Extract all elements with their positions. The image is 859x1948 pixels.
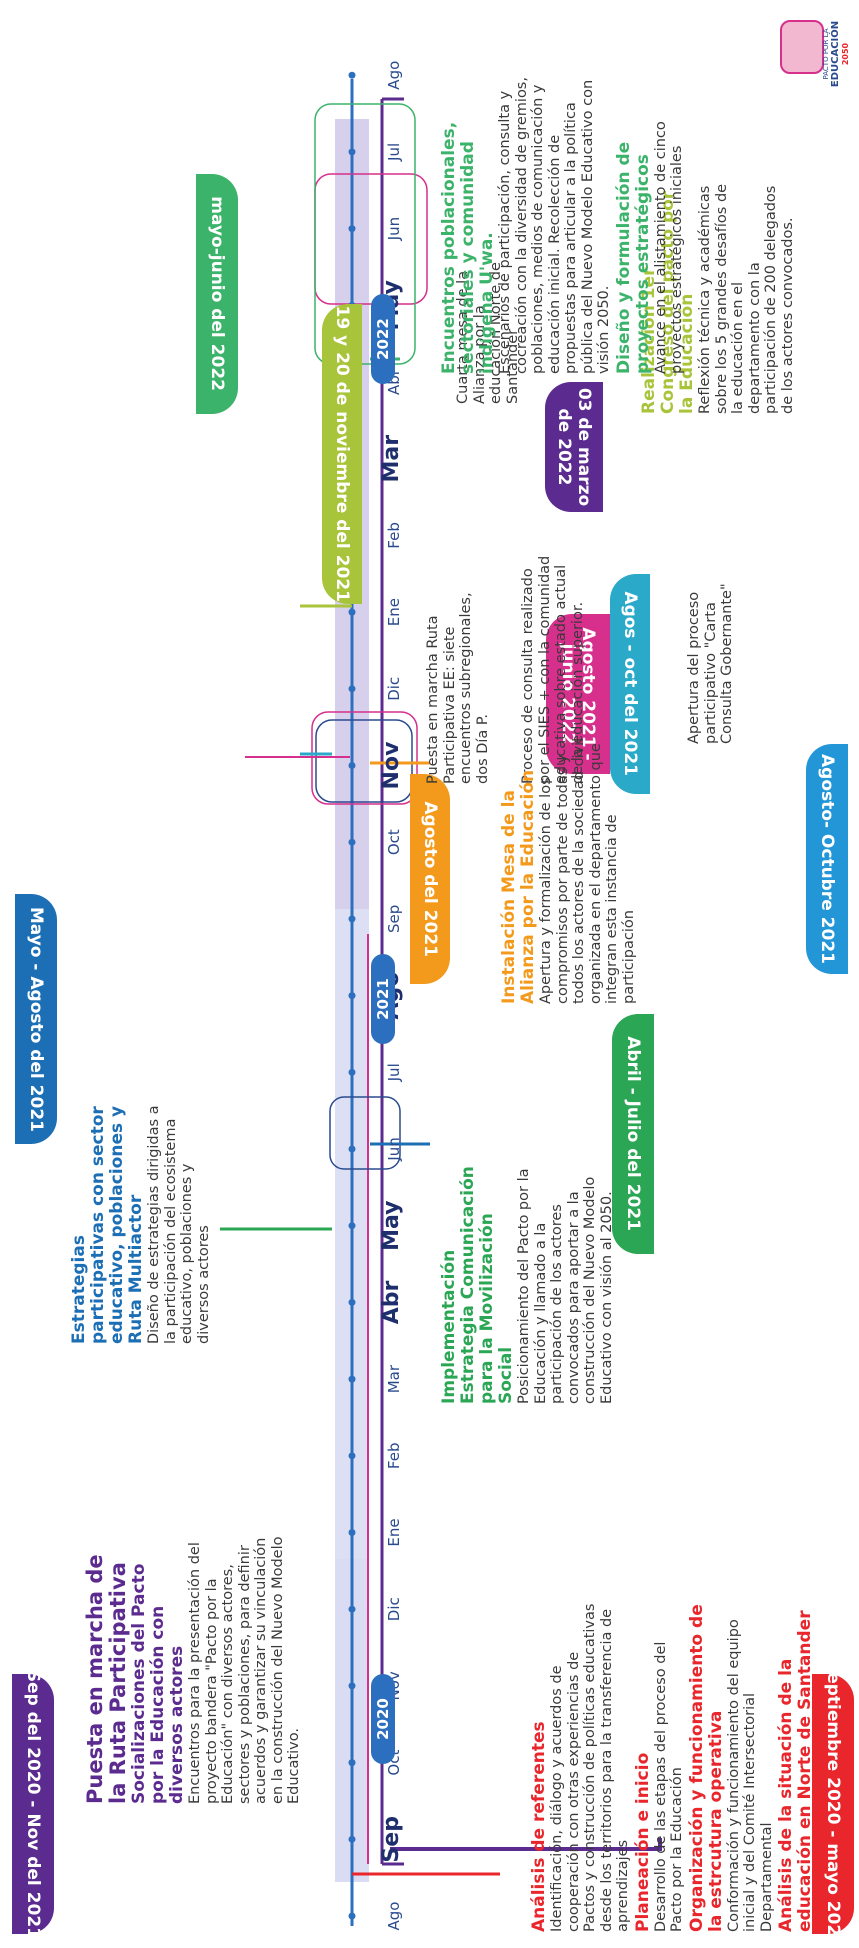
month-dot bbox=[348, 1912, 356, 1920]
month-label: Dic bbox=[385, 676, 403, 701]
pill-sepnov: Sep del 2020 - Nov del 2021 bbox=[12, 1669, 54, 1939]
month-dot bbox=[348, 1375, 356, 1383]
month-label: Ago bbox=[385, 60, 403, 90]
month-dot bbox=[348, 685, 356, 693]
block-comunicacion: Implementación Estrategia Comunicación p… bbox=[439, 1164, 617, 1405]
estrategias-title: Estrategias participativas con sector ed… bbox=[69, 1105, 146, 1344]
month-label: Mar bbox=[379, 434, 404, 483]
encuentros-text: Escenarios de participación, consulta y … bbox=[497, 77, 612, 374]
ruta-title: Puesta en marcha de la Ruta Participativ… bbox=[83, 1554, 130, 1804]
month-dot bbox=[348, 1529, 356, 1536]
encuentros-title: Encuentros poblacionales, sectoriales y … bbox=[439, 121, 497, 374]
frame-jun bbox=[314, 173, 428, 305]
block-mesa: Instalación Mesa de la Alianza por la Ed… bbox=[499, 734, 639, 1004]
logo-graphic bbox=[780, 20, 824, 74]
month-label: Abr bbox=[379, 1280, 404, 1325]
month-label: Feb bbox=[385, 522, 403, 549]
block-encuentros: Encuentros poblacionales, sectoriales y … bbox=[439, 64, 688, 374]
situacion-title: Análisis de la situación de la educación… bbox=[776, 1610, 815, 1932]
mesa-title: Instalación Mesa de la Alianza por la Ed… bbox=[499, 769, 538, 1004]
month-dot bbox=[348, 225, 356, 233]
pill-agooct: Agosto- Octubre 2021 bbox=[806, 744, 848, 974]
block-carta: Apertura del proceso participativo "Cart… bbox=[686, 564, 738, 744]
month-dot bbox=[348, 1835, 356, 1843]
month-label: Feb bbox=[385, 1442, 403, 1470]
month-label: Jun bbox=[385, 216, 403, 241]
ruta-text: Encuentros para la presentación del proy… bbox=[187, 1536, 302, 1805]
month-label: Jun bbox=[385, 1137, 403, 1161]
month-label: May bbox=[379, 1200, 404, 1251]
month-dot bbox=[348, 1298, 356, 1306]
block-analisis: Análisis de referentes Identificación, d… bbox=[529, 1602, 815, 1932]
analisis-title: Análisis de referentes bbox=[529, 1721, 549, 1932]
comunicacion-title: Implementación Estrategia Comunicación p… bbox=[439, 1166, 516, 1404]
month-dot bbox=[348, 71, 356, 79]
pill-nov: 19 y 20 de noviembre del 2021 bbox=[322, 304, 362, 604]
year-badge-2020: 2020 bbox=[371, 1674, 395, 1764]
block-rutaee: Puesta en marcha Ruta Participativa EE: … bbox=[425, 584, 493, 784]
month-label: Dic bbox=[385, 1597, 403, 1622]
planeacion-title: Planeación e inicio bbox=[632, 1752, 653, 1932]
month-dot bbox=[348, 992, 356, 1000]
logo-l2: EDUCACIÓN bbox=[830, 20, 841, 88]
month-label: Sep bbox=[385, 904, 403, 934]
month-dot bbox=[348, 1682, 356, 1690]
organizacion-title: Organización y funcionamiento de la estr… bbox=[686, 1604, 726, 1932]
month-dot bbox=[348, 148, 356, 156]
pill-agosto: Agosto del 2021 bbox=[410, 774, 450, 984]
ruta-subtitle: Socializaciones del Pacto por la Educaci… bbox=[129, 1563, 187, 1804]
diseno-text: Avance en el alistamiento de cinco proye… bbox=[652, 121, 686, 374]
month-dot bbox=[348, 608, 356, 616]
pill-mayo: Mayo - Agosto del 2021 bbox=[15, 894, 57, 1144]
year-badge-2022: 2022 bbox=[371, 294, 395, 384]
logo-l1: PACTO POR LA bbox=[822, 28, 830, 80]
month-dot bbox=[348, 762, 356, 769]
rutaee-text: Puesta en marcha Ruta Participativa EE: … bbox=[425, 592, 491, 784]
month-label: Ago bbox=[385, 1901, 403, 1931]
congreso-text: Reflexión técnica y académicas sobre los… bbox=[697, 183, 796, 414]
month-dot bbox=[348, 915, 356, 923]
mesa-text: Apertura y formalización de los compromi… bbox=[538, 737, 637, 1004]
pill-abril: Abril - Julio del 2021 bbox=[612, 1014, 654, 1254]
month-dot bbox=[348, 1222, 356, 1230]
month-dot bbox=[348, 1759, 356, 1767]
month-dot bbox=[348, 1145, 356, 1153]
planeacion-text: Desarrollo de las etapas del proceso del… bbox=[652, 1641, 686, 1932]
pacto-logo: PACTO POR LA EDUCACIÓN 2050 bbox=[780, 14, 850, 94]
diseno-title: Diseño y formulación de proyectos estrat… bbox=[613, 141, 653, 374]
month-dot bbox=[348, 1068, 356, 1076]
pill-sep2020: Septiembre 2020 - mayo 2021 bbox=[812, 1660, 854, 1948]
organizacion-text: Conformación y funcionamiento del equipo… bbox=[725, 1619, 775, 1932]
month-label: Nov bbox=[379, 741, 404, 790]
month-label: Oct bbox=[385, 829, 403, 856]
year-badge-2021: 2021 bbox=[371, 954, 395, 1044]
block-ruta: Puesta en marcha de la Ruta Participativ… bbox=[83, 1534, 305, 1805]
month-label: Jul bbox=[385, 1063, 403, 1082]
frame-may bbox=[329, 1096, 401, 1170]
month-label: Jul bbox=[385, 142, 403, 161]
frame-may22 bbox=[314, 103, 416, 365]
carta-text: Apertura del proceso participativo "Cart… bbox=[686, 583, 735, 744]
analisis-text: Identificación, diálogo y acuerdos de co… bbox=[549, 1603, 631, 1932]
frame-ago bbox=[315, 719, 413, 803]
month-label: Ene bbox=[385, 1518, 403, 1547]
block-estrategias: Estrategias participativas con sector ed… bbox=[69, 1104, 214, 1344]
pill-marzo: 03 de marzo de 2022 bbox=[545, 382, 603, 512]
month-dot bbox=[348, 1452, 356, 1460]
month-dot bbox=[348, 1605, 356, 1613]
logo-l3: 2050 bbox=[841, 42, 850, 66]
month-label: Mar bbox=[385, 1364, 403, 1394]
month-label: Ene bbox=[385, 598, 403, 627]
estrategias-text: Diseño de estrategias dirigidas a la par… bbox=[146, 1105, 212, 1344]
month-label: Sep bbox=[379, 1816, 404, 1863]
pill-mayojunio: mayo-junio del 2022 bbox=[196, 174, 238, 414]
month-dot bbox=[348, 838, 356, 846]
comunicacion-text: Posicionamiento del Pacto por la Educaci… bbox=[516, 1168, 615, 1405]
